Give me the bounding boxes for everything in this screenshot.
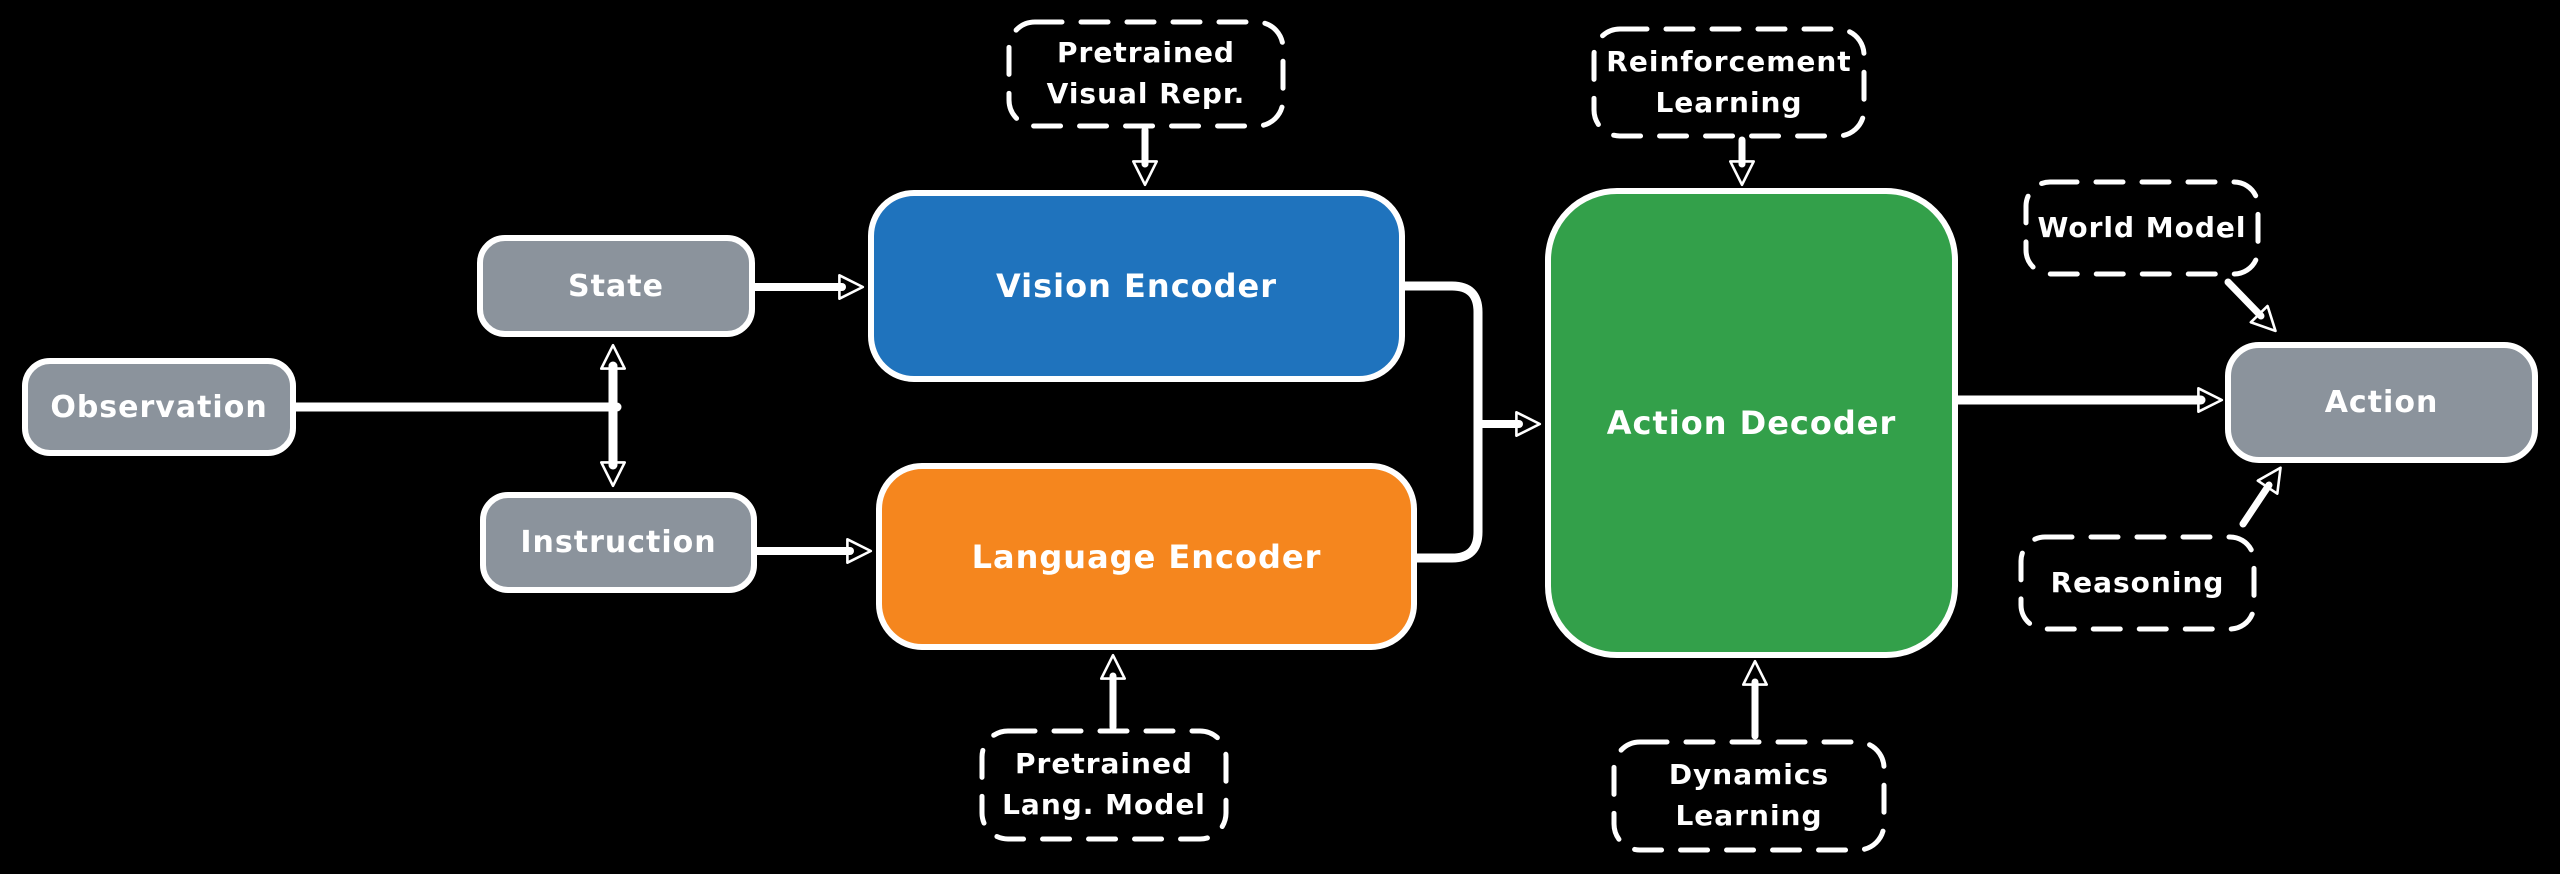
dashed-border — [1006, 19, 1286, 129]
node-state: State — [477, 235, 755, 337]
dashed-border — [1611, 739, 1887, 853]
vision-encoder-label: Vision Encoder — [995, 267, 1278, 305]
pretrained-visual-repr-label: Pretrained Visual Repr. — [1046, 36, 1246, 110]
dashed-border — [2023, 179, 2261, 277]
node-action: Action — [2225, 342, 2538, 463]
node-dynamics-learning: Dynamics Learning — [1610, 738, 1888, 854]
action-label: Action — [2324, 385, 2439, 420]
node-language-encoder: Language Encoder — [876, 463, 1417, 650]
node-observation: Observation — [22, 358, 296, 456]
node-world-model: World Model — [2022, 178, 2262, 278]
node-vision-encoder: Vision Encoder — [868, 190, 1405, 382]
dashed-border — [1591, 26, 1867, 139]
instruction-label: Instruction — [520, 525, 717, 560]
node-instruction: Instruction — [480, 492, 757, 593]
dashed-border — [2018, 534, 2257, 632]
language-encoder-label: Language Encoder — [971, 537, 1322, 576]
dashed-border — [979, 728, 1229, 842]
node-pretrained-visual-repr: Pretrained Visual Repr. — [1005, 18, 1287, 130]
observation-label: Observation — [50, 389, 268, 425]
action-decoder-label: Action Decoder — [1606, 404, 1897, 442]
node-reasoning: Reasoning — [2017, 533, 2258, 633]
reasoning-label: Reasoning — [2050, 565, 2225, 599]
node-pretrained-lang-model: Pretrained Lang. Model — [978, 727, 1230, 843]
dynamics-learning-label: Dynamics Learning — [1668, 758, 1830, 832]
edge-world-model-to-action — [2224, 278, 2277, 333]
node-action-decoder: Action Decoder — [1545, 188, 1958, 658]
state-label: State — [568, 268, 664, 304]
edge-reasoning-to-action — [2239, 466, 2282, 528]
reinforcement-learning-label: Reinforcement Learning — [1606, 44, 1852, 119]
pretrained-lang-model-label: Pretrained Lang. Model — [1002, 747, 1206, 821]
world-model-label: World Model — [2037, 210, 2247, 244]
node-reinforcement-learning: Reinforcement Learning — [1590, 25, 1868, 140]
